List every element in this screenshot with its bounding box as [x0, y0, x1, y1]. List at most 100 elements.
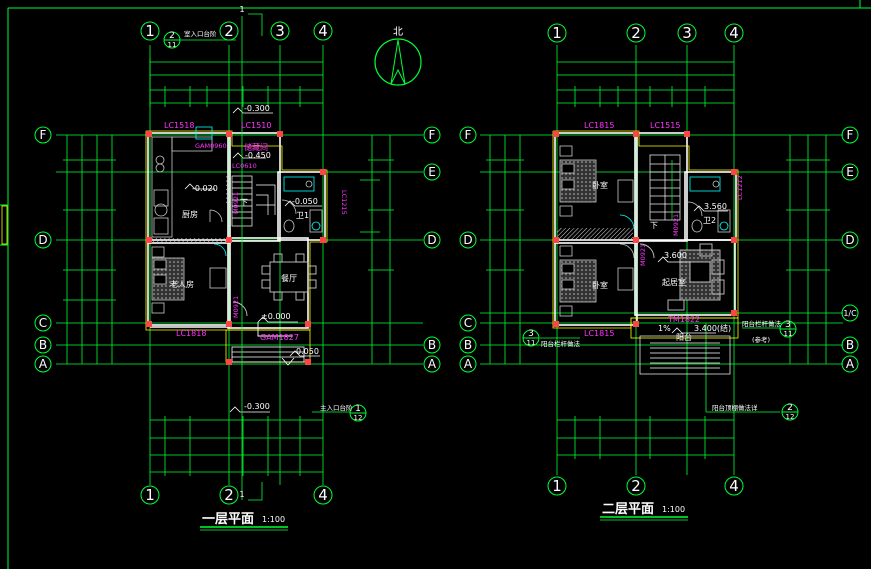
floor1-col-axis-bot-2: 2	[224, 486, 234, 504]
floor2-lvl-3600: 3.600	[664, 251, 687, 260]
floor2-columns	[553, 131, 737, 327]
floor1-title: 一层平面	[202, 512, 254, 527]
floor2-scale: 1:100	[662, 505, 685, 514]
floor1-detail-leaders	[180, 13, 350, 501]
floor1-door-lc0610: LC0610	[232, 162, 257, 170]
floor1-row-axis-right-A: A	[428, 357, 437, 371]
floor1-plan: 1 2 3 4 1 1 2 4 1 F D C B A	[34, 5, 441, 531]
floor2-detail-right-ref: (参考)	[752, 335, 770, 344]
floor2-door-tm1822: TM1822	[667, 315, 700, 324]
floor2-detail-leaders	[540, 327, 780, 413]
floor1-detail-right-note: 主入口台阶	[320, 403, 353, 412]
floor1-door-m0921a: M0921	[232, 192, 240, 214]
floor1-row-axis-left-B: B	[39, 338, 47, 352]
north-label: 北	[393, 26, 403, 38]
floor1-bathroom-fixtures	[281, 176, 323, 233]
floor1-win-lc1818: LC1818	[176, 329, 206, 338]
floor2-yellow-outline	[552, 130, 739, 339]
floor2-detail-left-note: 阳台栏杆做法	[541, 339, 581, 348]
floor1-detail-right-sub: 12	[354, 414, 363, 422]
floor1-row-axis-left-D: D	[38, 233, 47, 247]
floor1-row-axis-right-E: E	[428, 165, 436, 179]
floor1-lvl-m0050: -0.050	[292, 197, 318, 206]
floor1-col-axis-top-4: 4	[318, 22, 328, 40]
floor1-level-marks	[184, 107, 322, 413]
floor2-col-axis-top-2: 2	[631, 24, 641, 42]
floor1-win-lc1510: LC1510	[241, 121, 271, 130]
floor1-lvl-m0300-bot: -0.300	[244, 402, 270, 411]
floor1-detail-top-num: 2	[169, 31, 175, 41]
floor2-col-axis-bot-1: 1	[552, 477, 562, 495]
floor2-win-lc1815: LC1815	[584, 121, 614, 130]
floor2-row-axis-right-F: F	[847, 128, 854, 142]
floor1-door-gam0960: GAM0960	[195, 142, 227, 150]
floor1-lvl-0050: 0.050	[296, 347, 319, 356]
floor1-section-mark-top: 1	[239, 5, 244, 14]
floor1-kitchen-fixtures	[151, 126, 223, 238]
floor1-hatch-band-right	[226, 175, 230, 205]
floor1-detail-top-sub: 11	[168, 41, 177, 49]
floor2-win-lc1212: LC1212	[736, 175, 744, 200]
floor2-balcony	[639, 335, 731, 375]
floor2-master: 起居室	[662, 277, 686, 287]
floor2-bedroom1: 卧室	[592, 180, 608, 190]
north-arrow: 北	[374, 26, 422, 86]
floor1-row-axis-left-F: F	[40, 128, 47, 142]
floor1-door-gam1827: GAM1827	[260, 333, 299, 342]
floor2-stair	[649, 154, 681, 221]
floor2-detail-bottom-sub: 12	[786, 413, 795, 421]
floor2-hatch-band	[557, 228, 633, 240]
floor2-row-axis-right	[841, 126, 859, 373]
floor1-col-axis-top-1: 1	[145, 22, 155, 40]
floor1-col-axis-bot-4: 4	[318, 486, 328, 504]
floor1-detail-right-num: 1	[355, 404, 361, 414]
floor2-detail-right-num: 3	[785, 320, 791, 330]
floor2-slope: 1%	[658, 324, 671, 333]
floor1-section-mark-bottom: 1	[239, 490, 244, 499]
floor1-row-axis-left-C: C	[39, 316, 47, 330]
floor1-columns	[146, 131, 326, 365]
floor2-win-lc1515: LC1515	[650, 121, 680, 130]
floor2-col-axis-bot-4: 4	[729, 477, 739, 495]
floor2-row-axis-right-B: B	[846, 338, 854, 352]
floor2-stair-down: 下	[650, 221, 658, 230]
floor2-bathroom-fixtures	[687, 176, 731, 233]
floor1-lvl-m0450: -0.450	[245, 151, 271, 160]
floor2-col-axis-bottom	[547, 476, 744, 496]
floor2-wc: 卫2	[703, 216, 716, 225]
floor2-detail-bottom-num: 2	[787, 403, 793, 413]
floor2-col-axis-bot-2: 2	[631, 477, 641, 495]
floor2-detail-right-sub: 11	[784, 330, 793, 338]
floor2-door-m0921a: M0921	[672, 214, 680, 236]
floor2-row-axis-right-D: D	[845, 233, 854, 247]
floor1-dining: 餐厅	[281, 274, 297, 283]
floor2-bedroom-furniture	[559, 145, 635, 317]
floor2-detail-bottom-note: 阳台顶棚做法详	[712, 403, 758, 412]
floor1-lvl-m0300-top: -0.300	[244, 104, 270, 113]
floor2-title: 二层平面	[602, 502, 654, 517]
floor1-row-axis-left	[34, 126, 52, 373]
floor2-row-axis-left-A: A	[464, 357, 473, 371]
floor1-col-axis-bot-1: 1	[145, 486, 155, 504]
floor1-elder-room: 老人房	[170, 279, 194, 289]
floor1-win-lc1518: LC1518	[164, 121, 194, 130]
floor1-win-lc1215: LC1215	[340, 190, 348, 215]
floor1-hatch-band-top	[150, 238, 228, 242]
floor1-lvl-m0020: -0.020	[192, 184, 218, 193]
floor1-wc: 卫1	[296, 211, 309, 220]
floor2-row-axis-right-1C: 1/C	[843, 309, 857, 318]
floor1-lvl-000: ±0.000	[261, 312, 291, 321]
floor2-door-m0921b: M0921	[639, 244, 647, 266]
floor1-dim-ticks	[63, 58, 394, 476]
floor2-dim-ticks	[486, 86, 830, 459]
floor2-plan: 1 2 3 4 1 2 4 F D C B A	[459, 23, 859, 521]
floor2-col-axis-top	[547, 23, 744, 43]
floor1-row-axis-right-D: D	[427, 233, 436, 247]
floor1-axis-lines	[56, 45, 423, 485]
floor1-stair-down: 下	[240, 198, 248, 207]
floor2-row-axis-right-E: E	[846, 165, 854, 179]
floor1-storage: 储藏间	[244, 142, 268, 152]
floor1-row-axis-right-B: B	[428, 338, 436, 352]
